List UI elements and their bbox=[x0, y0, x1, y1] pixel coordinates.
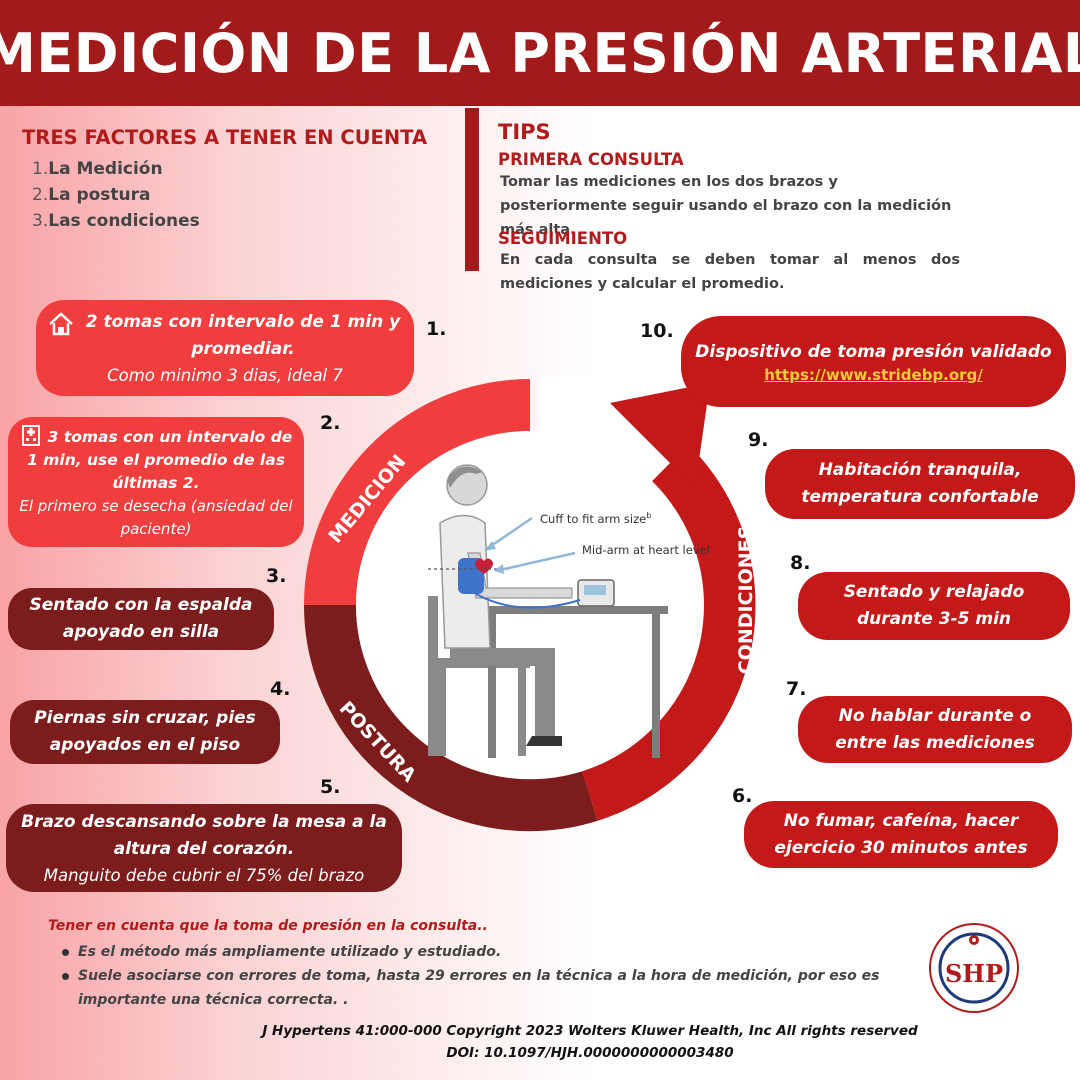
step-number-7: 7. bbox=[786, 678, 807, 700]
step-number-9: 9. bbox=[748, 429, 769, 451]
step-8-main: Sentado y relajado durante 3-5 min bbox=[843, 582, 1025, 629]
note-title: Tener en cuenta que la toma de presión e… bbox=[48, 918, 488, 934]
step-number-5: 5. bbox=[320, 776, 341, 798]
stridebp-link[interactable]: https://www.stridebp.org/ bbox=[764, 366, 983, 384]
hospital-icon bbox=[21, 424, 40, 446]
step-8-card: Sentado y relajado durante 3-5 min bbox=[798, 572, 1070, 640]
note-item: Es el método más ampliamente utilizado y… bbox=[60, 940, 900, 964]
cuff-label: Cuff to fit arm size bbox=[540, 512, 646, 526]
step-5-card: Brazo descansando sobre la mesa a la alt… bbox=[6, 804, 402, 892]
midarm-label: Mid-arm at heart level bbox=[582, 543, 710, 557]
tips-follow-text: En cada consulta se deben tomar al menos… bbox=[500, 252, 960, 292]
step-number-2: 2. bbox=[320, 412, 341, 434]
note-item: Suele asociarse con errores de toma, has… bbox=[60, 964, 900, 1012]
citation: J Hypertens 41:000-000 Copyright 2023 Wo… bbox=[200, 1020, 980, 1064]
cycle-arrowhead bbox=[610, 383, 710, 488]
step-6-main: No fumar, cafeína, hacer ejercicio 30 mi… bbox=[774, 810, 1028, 858]
header-banner: MEDICIÓN DE LA PRESIÓN ARTERIAL bbox=[0, 0, 1080, 106]
factors-title: TRES FACTORES A TENER EN CUENTA bbox=[22, 126, 428, 149]
note-list: Es el método más ampliamente utilizado y… bbox=[60, 940, 900, 1012]
step-number-3: 3. bbox=[266, 565, 287, 587]
condiciones-arc bbox=[581, 444, 756, 821]
step-1-sub: Como minimo 3 dias, ideal 7 bbox=[107, 365, 343, 385]
step-1-card: 2 tomas con intervalo de 1 min y promedi… bbox=[36, 300, 414, 396]
patient-illustration: Cuff to fit arm sizeb Mid-arm at heart l… bbox=[428, 464, 710, 758]
inner-disc bbox=[356, 431, 704, 779]
step-4-main: Piernas sin cruzar, pies apoyados en el … bbox=[34, 708, 256, 755]
measurement-cycle-diagram: MEDICION POSTURA CONDICIONES bbox=[303, 376, 757, 832]
step-number-6: 6. bbox=[732, 785, 753, 807]
step-3-card: Sentado con la espalda apoyado en silla bbox=[8, 588, 274, 650]
step-4-card: Piernas sin cruzar, pies apoyados en el … bbox=[10, 700, 280, 764]
postura-arc bbox=[303, 604, 598, 832]
citation-line-1: J Hypertens 41:000-000 Copyright 2023 Wo… bbox=[262, 1023, 918, 1039]
step-10-card: Dispositivo de toma presión validado htt… bbox=[681, 316, 1066, 407]
step-7-main: No hablar durante o entre las mediciones bbox=[835, 705, 1035, 753]
step-number-4: 4. bbox=[270, 678, 291, 700]
tips-follow-heading: SEGUIMIENTO bbox=[498, 229, 628, 248]
step-10-main: Dispositivo de toma presión validado bbox=[695, 342, 1052, 362]
step-7-card: No hablar durante o entre las mediciones bbox=[798, 696, 1072, 763]
tips-first-heading: PRIMERA CONSULTA bbox=[498, 150, 684, 169]
tips-first-text: Tomar las mediciones en los dos brazos y… bbox=[500, 174, 952, 238]
step-number-8: 8. bbox=[790, 552, 811, 574]
svg-text:Cuff to fit arm sizeb: Cuff to fit arm sizeb bbox=[540, 511, 651, 526]
factors-list: 1.La Medición 2.La postura 3.Las condici… bbox=[32, 156, 200, 234]
step-number-10: 10. bbox=[640, 320, 674, 342]
step-1-main: 2 tomas con intervalo de 1 min y promedi… bbox=[85, 311, 401, 359]
step-6-card: No fumar, cafeína, hacer ejercicio 30 mi… bbox=[744, 801, 1058, 868]
step-2-sub: El primero se desecha (ansiedad del paci… bbox=[19, 496, 293, 538]
step-2-card: 3 tomas con un intervalo de 1 min, use e… bbox=[8, 417, 304, 547]
factor-item: 1.La Medición bbox=[32, 159, 163, 179]
factor-item: 2.La postura bbox=[32, 185, 151, 205]
factor-item: 3.Las condiciones bbox=[32, 211, 200, 231]
logo-letters: SHP bbox=[945, 959, 1003, 988]
step-3-main: Sentado con la espalda apoyado en silla bbox=[29, 595, 253, 642]
step-9-main: Habitación tranquila, temperatura confor… bbox=[801, 460, 1039, 507]
society-logo: SHP bbox=[929, 923, 1019, 1013]
citation-doi: DOI: 10.1097/HJH.0000000000003480 bbox=[446, 1045, 734, 1061]
medicion-arc bbox=[304, 379, 531, 606]
tips-title: TIPS bbox=[498, 120, 551, 144]
section-divider bbox=[465, 108, 479, 271]
step-5-main: Brazo descansando sobre la mesa a la alt… bbox=[21, 811, 387, 859]
cuff-label-superscript: b bbox=[646, 511, 651, 520]
condiciones-label: CONDICIONES bbox=[735, 526, 757, 675]
step-9-card: Habitación tranquila, temperatura confor… bbox=[765, 449, 1075, 519]
house-icon bbox=[49, 311, 73, 335]
step-5-sub: Manguito debe cubrir el 75% del brazo bbox=[43, 865, 365, 885]
step-number-1: 1. bbox=[426, 318, 447, 340]
step-2-main: 3 tomas con un intervalo de 1 min, use e… bbox=[27, 427, 293, 492]
page-title: MEDICIÓN DE LA PRESIÓN ARTERIAL bbox=[0, 21, 1080, 85]
